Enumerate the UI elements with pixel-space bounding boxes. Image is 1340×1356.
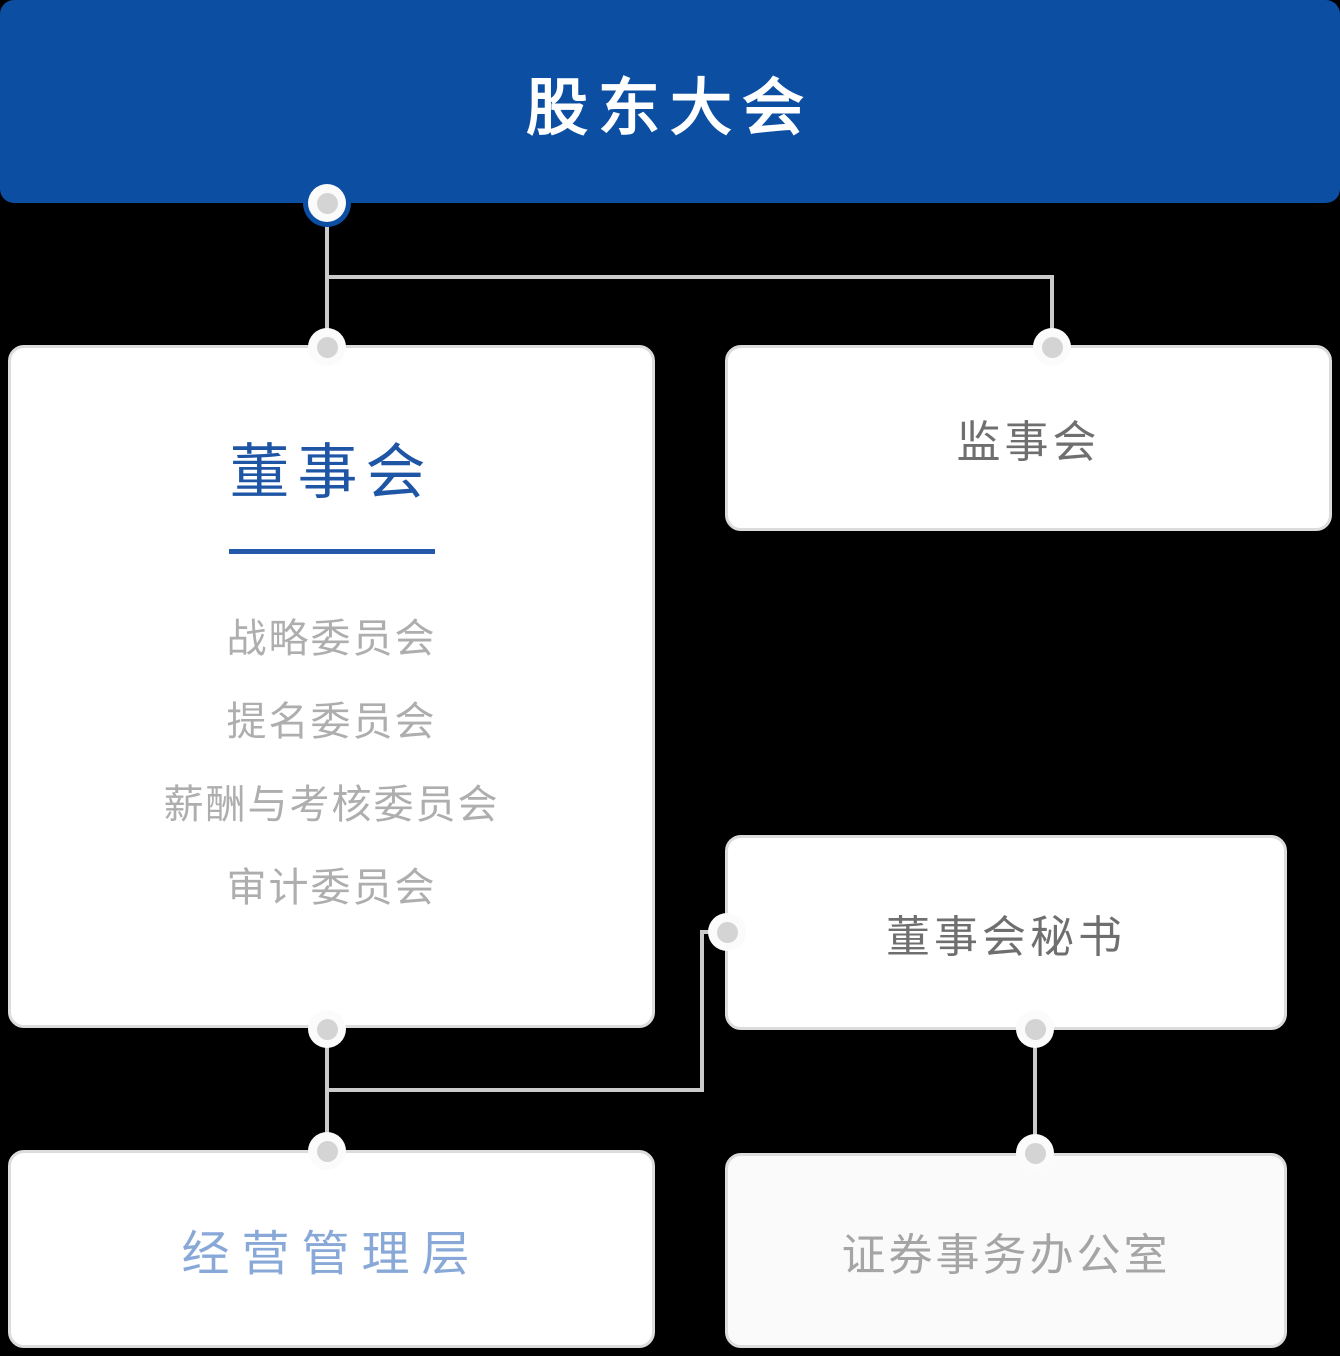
node-securities-office: 证券事务办公室 — [725, 1153, 1287, 1348]
connector-line-to-secretary — [700, 930, 704, 1092]
root-node-shareholders-meeting: 股东大会 — [0, 0, 1340, 203]
connector-dot-board-bottom — [308, 1010, 346, 1048]
root-node-label: 股东大会 — [525, 73, 814, 143]
committee-item: 战略委员会 — [226, 617, 437, 661]
connector-line-secretary-to-securities — [1033, 1028, 1037, 1154]
connector-dot-core — [1041, 336, 1063, 358]
committee-item: 薪酬与考核委员会 — [163, 783, 500, 827]
connector-dot-secretary-left — [708, 913, 746, 951]
connector-dot-secretary-bottom — [1016, 1010, 1054, 1048]
node-management-label: 经营管理层 — [181, 1228, 482, 1281]
connector-dot-root — [303, 179, 351, 227]
connector-dot-supervisory-top — [1033, 328, 1071, 366]
connector-dot-root-halo — [308, 184, 346, 222]
connector-line-management-branch — [325, 1088, 704, 1092]
connector-dot-board-top — [308, 328, 346, 366]
connector-line-to-supervisory — [1050, 275, 1054, 347]
board-committee-list: 战略委员会 提名委员会 薪酬与考核委员会 审计委员会 — [164, 598, 500, 930]
node-board-label: 董事会 — [229, 439, 434, 506]
connector-dot-core — [316, 192, 338, 214]
node-supervisory-board-label: 监事会 — [956, 418, 1101, 467]
connector-dot-core — [316, 1140, 338, 1162]
connector-line-root-to-board — [325, 201, 329, 347]
node-management: 经营管理层 — [8, 1150, 655, 1348]
node-board: 董事会 战略委员会 提名委员会 薪酬与考核委员会 审计委员会 — [8, 345, 655, 1028]
board-title-underline — [228, 549, 435, 554]
connector-dot-core — [1024, 1142, 1046, 1164]
node-board-secretary: 董事会秘书 — [725, 835, 1287, 1030]
node-board-secretary-label: 董事会秘书 — [886, 912, 1126, 962]
connector-dot-core — [316, 1018, 338, 1040]
connector-dot-securities-top — [1016, 1134, 1054, 1172]
connector-dot-core — [716, 921, 738, 943]
connector-dot-management-top — [308, 1132, 346, 1170]
committee-item: 审计委员会 — [226, 866, 437, 910]
node-supervisory-board: 监事会 — [725, 345, 1332, 531]
node-securities-office-label: 证券事务办公室 — [841, 1230, 1171, 1280]
connector-dot-core — [1024, 1018, 1046, 1040]
node-board-content: 董事会 战略委员会 提名委员会 薪酬与考核委员会 审计委员会 — [11, 348, 652, 1025]
connector-line-root-branch — [325, 275, 1054, 279]
committee-item: 提名委员会 — [226, 700, 437, 744]
connector-dot-core — [316, 336, 338, 358]
